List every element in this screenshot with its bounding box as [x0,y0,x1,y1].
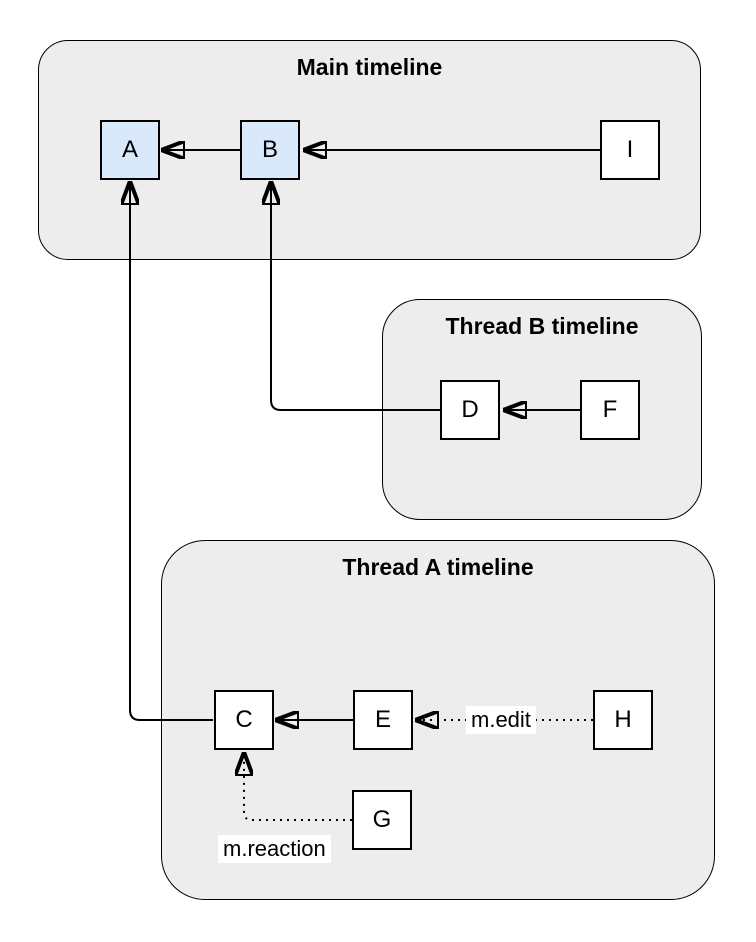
edge-label-m-reaction: m.reaction [218,835,331,863]
node-i: I [600,120,660,180]
node-b: B [240,120,300,180]
node-c: C [214,690,274,750]
group-thread-b-timeline: Thread B timeline [382,299,702,520]
node-f: F [580,380,640,440]
edge-label-m-edit: m.edit [466,706,536,734]
node-h: H [593,690,653,750]
node-a: A [100,120,160,180]
group-title-thread-a-timeline: Thread A timeline [342,554,534,580]
group-title-thread-b-timeline: Thread B timeline [445,313,639,339]
group-title-main-timeline: Main timeline [296,54,443,80]
node-g: G [352,790,412,850]
node-e: E [353,690,413,750]
node-d: D [440,380,500,440]
